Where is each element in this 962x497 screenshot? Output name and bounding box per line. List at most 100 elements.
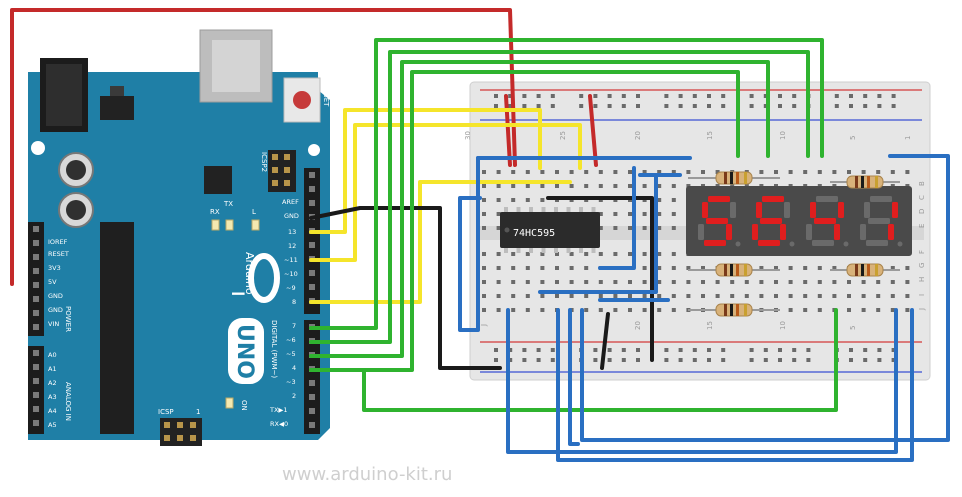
breadboard-hole (525, 294, 530, 298)
breadboard-hole (598, 280, 603, 284)
breadboard-hole (628, 226, 632, 230)
chip-pin (516, 248, 521, 253)
chip-pin (529, 207, 533, 212)
breadboard-hole (642, 294, 647, 298)
header-pin (272, 154, 278, 160)
breadboard-hole (482, 280, 486, 284)
pin-label-a2: A2 (48, 379, 57, 387)
breadboard-hole (671, 294, 676, 298)
breadboard-hole (496, 308, 501, 312)
breadboard-hole (861, 170, 866, 174)
wire-blue-8 (568, 308, 580, 446)
rail-hole (522, 104, 527, 108)
rail-hole (550, 104, 555, 108)
breadboard-hole (817, 308, 822, 312)
pin-label-2: 2 (292, 392, 296, 400)
breadboard-hole (613, 280, 618, 284)
col-number-5: 5 (849, 136, 857, 140)
rail-hole (607, 104, 612, 108)
rail-hole (636, 104, 640, 108)
chip-pin (591, 207, 596, 212)
segment-4-a (870, 196, 892, 202)
breadboard-hole (759, 294, 764, 298)
breadboard-hole (832, 266, 837, 270)
rail-hole (593, 358, 598, 362)
breadboard-hole (759, 170, 764, 174)
rail-hole (692, 104, 697, 108)
header-pin (33, 268, 39, 274)
pin-label-7: 7 (292, 322, 296, 330)
rail-hole (849, 104, 853, 108)
rail-hole (664, 358, 669, 362)
breadboard-hole (628, 170, 632, 174)
analog-pin-labels: A0 A1 A2 A3 A4 A5 ANALOG IN (48, 351, 72, 429)
breadboard-hole (496, 266, 501, 270)
rail-hole (834, 94, 839, 98)
resistor-band (724, 264, 727, 276)
breadboard-hole (788, 294, 793, 298)
reset-label: RESET (322, 84, 330, 107)
breadboard-hole (890, 294, 895, 298)
rail-hole (607, 94, 612, 98)
pin-label-4: 4 (292, 364, 296, 372)
breadboard-hole (540, 308, 545, 312)
pin-label-5: ~5 (286, 350, 296, 358)
breadboard-hole (657, 184, 662, 188)
breadboard-hole (598, 294, 603, 298)
dc-power-jack-inner (46, 64, 82, 126)
breadboard-hole (482, 294, 486, 298)
segment-4-e (860, 224, 866, 240)
icsp-pins (164, 422, 196, 441)
breadboard-hole (496, 226, 501, 230)
pin-label-aref: AREF (282, 198, 299, 206)
segment-3-e (806, 224, 812, 240)
rail-hole (849, 348, 853, 352)
segment-1-dp (735, 241, 741, 247)
breadboard-hole (847, 294, 851, 298)
wire-blue-1 (458, 156, 482, 332)
segment-4-dp (897, 241, 903, 247)
breadboard-hole (686, 294, 691, 298)
breadboard-hole (774, 280, 778, 284)
breadboard-hole (832, 170, 837, 174)
rail-hole (664, 94, 669, 98)
breadboard-hole (525, 184, 530, 188)
breadboard-hole (671, 266, 676, 270)
header-pin (309, 408, 315, 414)
rx-label: RX (210, 208, 220, 216)
resistor-band (736, 264, 739, 276)
watermark-text: www.arduino-kit.ru (282, 464, 452, 485)
rail-hole (778, 94, 782, 98)
breadboard-hole (540, 280, 545, 284)
rail-hole (536, 358, 541, 362)
chip-pin (541, 207, 546, 212)
icsp2-pins (272, 154, 290, 186)
breadboard-hole (803, 266, 808, 270)
breadboard-hole (817, 280, 822, 284)
rail-hole (494, 348, 498, 352)
pin-label-gnd-1: GND (48, 292, 63, 300)
breadboard-hole (525, 308, 530, 312)
breadboard-hole (788, 266, 793, 270)
breadboard-hole (671, 184, 676, 188)
breadboard-hole (657, 308, 662, 312)
display-body (686, 186, 912, 256)
bottom-label-j: J (480, 324, 488, 327)
col-number-10: 10 (779, 131, 787, 140)
breadboard-hole (482, 212, 486, 216)
l-led (251, 219, 260, 231)
breadboard-hole (525, 280, 530, 284)
breadboard-hole (555, 280, 559, 284)
rail-hole (522, 358, 527, 362)
reset-button-cap[interactable] (293, 91, 311, 109)
breadboard-hole (701, 170, 705, 174)
uno-badge (228, 318, 264, 384)
breadboard-hole (847, 308, 851, 312)
pin-label-tx1: TX▶1 (269, 406, 288, 414)
pin-label-gnd-2: GND (48, 306, 63, 314)
rail-hole (749, 104, 754, 108)
breadboard-hole (511, 294, 516, 298)
rail-hole (593, 348, 598, 352)
bottom-number-5: 5 (849, 326, 857, 330)
